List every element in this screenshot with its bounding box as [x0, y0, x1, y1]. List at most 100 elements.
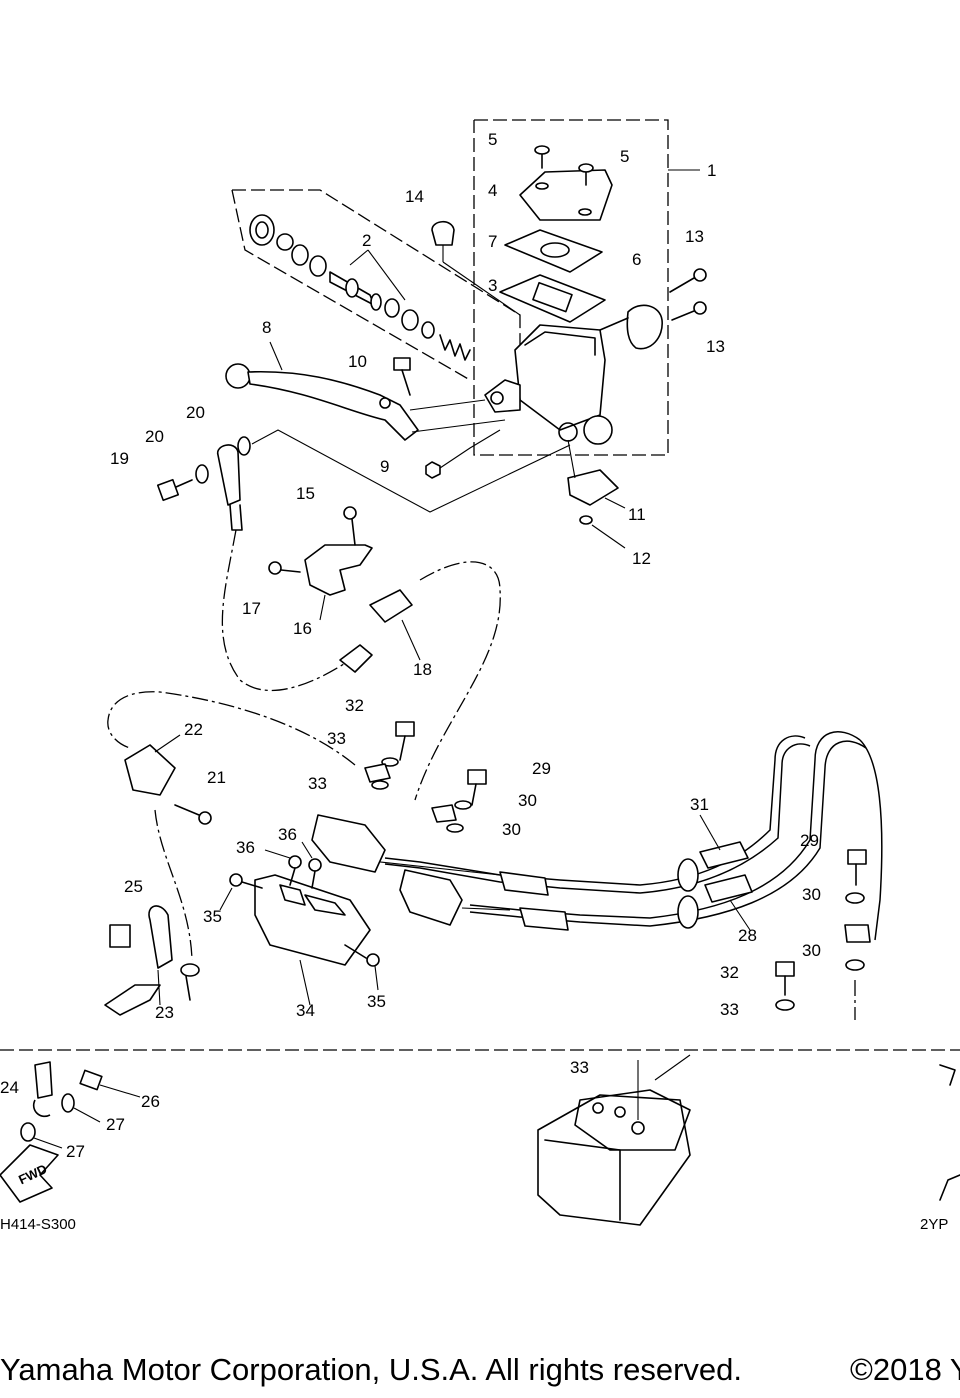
bracket-bolt-17	[268, 561, 301, 575]
bracket-holder	[599, 304, 663, 350]
bolt-13a	[669, 268, 707, 293]
callout-9: 9	[380, 457, 389, 476]
bolt-35b	[344, 944, 380, 991]
callout-10: 10	[348, 352, 367, 371]
brake-pipe-block-lower	[399, 869, 511, 926]
master-cylinder-body	[484, 324, 613, 445]
callout-5b: 5	[620, 147, 629, 166]
hose-end-fitting-b	[431, 804, 457, 823]
washer-30d	[845, 959, 865, 971]
callout-35a: 35	[203, 907, 222, 926]
piston-kit-boundary	[231, 189, 521, 381]
abs-hydraulic-unit	[537, 1054, 691, 1226]
callout-22: 22	[184, 720, 203, 739]
bolt-35a	[219, 873, 263, 911]
callout-11: 11	[628, 505, 646, 524]
hose-joint	[339, 589, 421, 673]
bracket-bolt-15	[343, 506, 357, 546]
diagram-code-left: H414-S300	[0, 1216, 76, 1233]
callout-8: 8	[262, 318, 271, 337]
union-bolt-29b	[847, 849, 867, 886]
brake-pipe-31	[384, 735, 811, 896]
callout-27b: 27	[66, 1142, 85, 1161]
callout-29a: 29	[532, 759, 551, 778]
switch-screw	[579, 515, 626, 549]
callout-34: 34	[296, 1001, 315, 1020]
callout-3: 3	[488, 276, 497, 295]
callout-28: 28	[738, 926, 757, 945]
screw-5a	[534, 145, 550, 169]
brake-pipe-28	[469, 731, 867, 931]
brake-hose-fitting-upper	[217, 444, 243, 531]
master-cylinder-assembly-boundary	[473, 119, 700, 456]
hose-end-fitting-c	[844, 924, 871, 943]
reservoir-cap	[519, 169, 613, 221]
brake-pipe-joint-22	[124, 734, 181, 796]
callout-30d: 30	[802, 941, 821, 960]
bolt-21	[174, 804, 212, 825]
washer-30b	[446, 823, 464, 833]
callout-33c: 33	[720, 1000, 739, 1019]
callout-27a: 27	[106, 1115, 125, 1134]
hose-end-fitting-a	[364, 763, 391, 783]
callout-20a: 20	[186, 403, 205, 422]
copyright-year: ©2018 Y	[850, 1352, 960, 1387]
washer-30a	[454, 800, 472, 810]
callout-2: 2	[362, 231, 371, 250]
callout-20b: 20	[145, 427, 164, 446]
hose-holder	[104, 905, 173, 1016]
nut	[425, 429, 501, 479]
callout-17: 17	[242, 599, 261, 618]
callout-32a: 32	[345, 696, 364, 715]
callout-30c: 30	[802, 885, 821, 904]
callout-19: 19	[110, 449, 129, 468]
callout-18: 18	[413, 660, 432, 679]
piston-kit-parts	[249, 214, 471, 361]
union-bolt	[156, 478, 193, 502]
washer-30c	[845, 892, 865, 904]
grommet-fitting	[180, 963, 200, 1001]
abs-bracket	[254, 874, 371, 1006]
callout-4: 4	[488, 181, 497, 200]
hose-fitting-24	[32, 1061, 53, 1118]
union-bolt-32b	[775, 961, 795, 996]
callout-26: 26	[141, 1092, 160, 1111]
callout-35b: 35	[367, 992, 386, 1011]
brake-lever	[225, 341, 419, 441]
bolt-36b	[301, 841, 322, 889]
union-bolt-29	[467, 769, 487, 806]
bolt-13b	[671, 301, 707, 321]
brake-pipe-block-upper	[311, 814, 501, 876]
callout-30b: 30	[502, 820, 521, 839]
brake-switch	[567, 439, 626, 509]
bolt-36a	[264, 849, 302, 886]
right-fitting-partial	[939, 1064, 960, 1201]
callout-5a: 5	[488, 130, 497, 149]
washer-33d	[775, 999, 795, 1011]
hose-bracket	[304, 544, 373, 621]
washer-33b	[371, 780, 389, 790]
callout-24: 24	[0, 1078, 19, 1097]
screw-5b	[578, 163, 594, 186]
diagram-code-right: 2YP	[920, 1216, 948, 1233]
callout-13b: 13	[706, 337, 725, 356]
callout-33b: 33	[308, 774, 327, 793]
callout-25: 25	[124, 877, 143, 896]
union-bolt-26	[79, 1069, 141, 1098]
callout-31: 31	[690, 795, 709, 814]
brake-hose-upper	[107, 529, 501, 961]
callout-13a: 13	[685, 227, 704, 246]
washer-27a	[61, 1093, 101, 1123]
washer-27b	[20, 1122, 63, 1149]
parts-diagram: FWD 1 2 3 4 5 5 6 7 8 9 10 11 12 13 13 1…	[0, 119, 960, 1233]
rubber-grommet	[109, 924, 131, 948]
washer-33a	[381, 757, 399, 767]
callout-1: 1	[707, 161, 716, 180]
copyright-notice: Yamaha Motor Corporation, U.S.A. All rig…	[0, 1352, 743, 1387]
callout-15: 15	[296, 484, 315, 503]
callout-numbers: 1 2 3 4 5 5 6 7 8 9 10 11 12 13 13 14 15…	[0, 130, 821, 1161]
rubber-cap	[431, 220, 521, 316]
callout-16: 16	[293, 619, 312, 638]
union-bolt-32	[395, 721, 415, 761]
pivot-bolt	[393, 357, 411, 396]
